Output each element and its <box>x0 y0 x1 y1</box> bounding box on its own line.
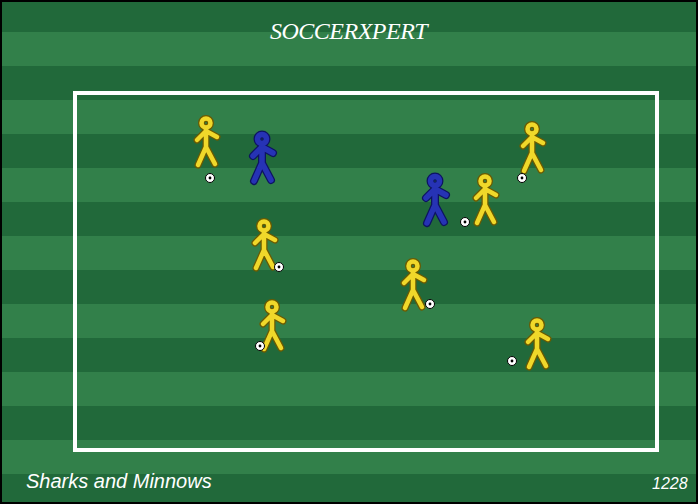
shark-players <box>253 135 446 224</box>
minnow-players <box>197 119 548 368</box>
drill-number: 1228 <box>652 475 688 493</box>
field-boundary <box>75 93 657 450</box>
drill-title: Sharks and Minnows <box>26 470 212 493</box>
brand-logo: SOCCERXPERT <box>270 18 427 45</box>
